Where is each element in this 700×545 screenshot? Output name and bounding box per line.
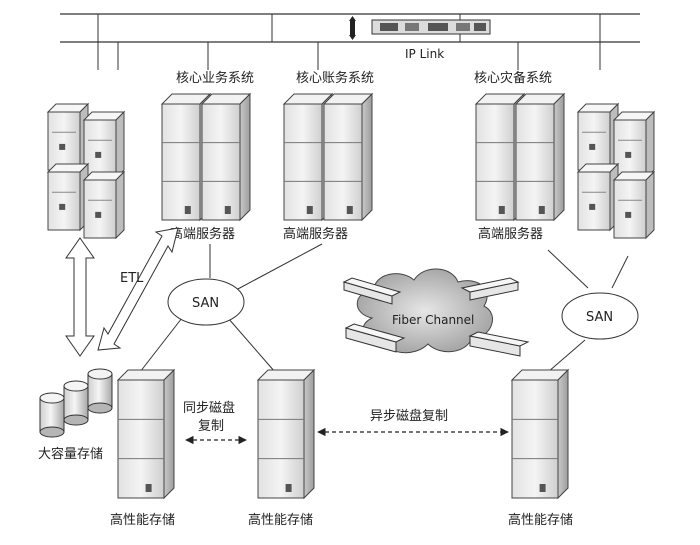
storage-array-icon — [256, 368, 316, 500]
fiber-channel-switch-icon — [460, 277, 520, 301]
link-indicator-icon — [349, 16, 356, 40]
fiber-channel-switch-icon — [344, 323, 406, 353]
tower-server-icon — [514, 92, 566, 222]
server-label-3: 高端服务器 — [478, 226, 543, 242]
ip-link-bar — [371, 19, 491, 35]
fiber-channel-switch-icon — [342, 277, 402, 305]
san-right-node — [561, 292, 639, 340]
storage-label-1: 高性能存储 — [110, 512, 175, 528]
san-left-label: SAN — [192, 296, 219, 311]
sync-replication-label-line2: 复制 — [198, 419, 224, 434]
server-label-1: 高端服务器 — [170, 226, 235, 242]
system-label-core-accounting: 核心账务系统 — [296, 70, 374, 86]
vertical-double-arrow-icon — [65, 237, 95, 357]
storage-array-icon — [510, 368, 570, 500]
disk-storage-icon — [39, 392, 65, 438]
server-label-2: 高端服务器 — [283, 226, 348, 242]
fiber-channel-switch-icon — [468, 331, 530, 357]
etl-label: ETL — [120, 271, 144, 286]
rack-server-stack-left — [46, 102, 126, 240]
tower-server-icon — [200, 92, 252, 222]
tower-server-icon — [322, 92, 374, 222]
mass-storage-label: 大容量存储 — [38, 446, 103, 462]
system-label-core-dr: 核心灾备系统 — [474, 70, 552, 86]
sync-replication-label-line1: 同步磁盘 — [183, 400, 235, 416]
fiber-channel-label: Fiber Channel — [392, 313, 474, 327]
san-right-label: SAN — [586, 310, 613, 325]
storage-label-3: 高性能存储 — [508, 512, 573, 528]
disk-storage-icon — [63, 380, 89, 426]
storage-array-icon — [116, 368, 176, 500]
etl-double-arrow-icon — [97, 227, 179, 351]
system-label-core-business: 核心业务系统 — [176, 70, 254, 86]
san-left-node — [167, 278, 245, 326]
async-replication-label: 异步磁盘复制 — [370, 408, 448, 424]
disk-storage-icon — [87, 368, 113, 414]
connection-lines — [139, 243, 629, 373]
rack-server-stack-right — [576, 102, 656, 240]
ip-network-bus — [60, 13, 640, 70]
storage-label-2: 高性能存储 — [248, 512, 313, 528]
ip-link-label: IP Link — [405, 47, 444, 61]
